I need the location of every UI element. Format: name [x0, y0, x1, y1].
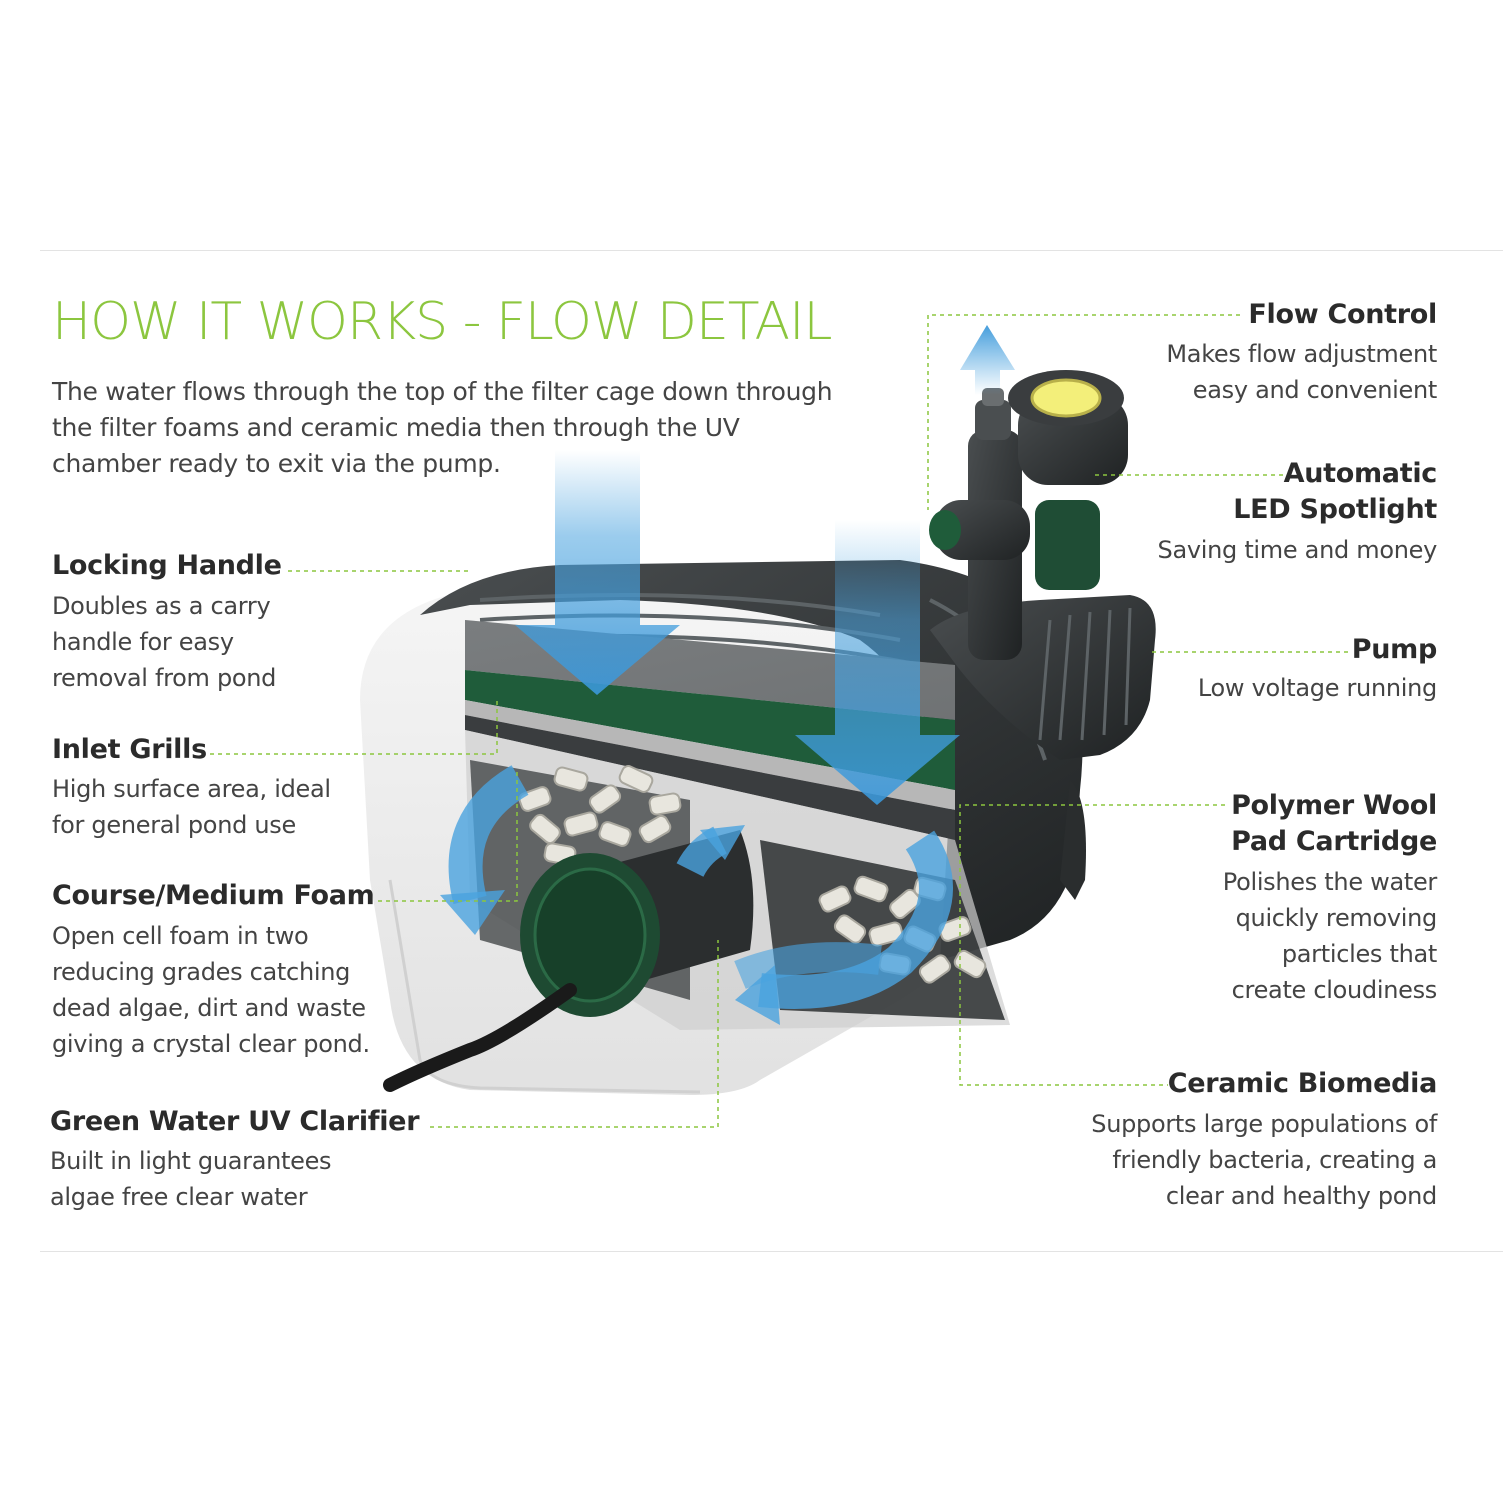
uv-clarifier-label: Green Water UV Clarifier [50, 1106, 420, 1137]
polymer-label-line2: Pad Cartridge [1231, 826, 1437, 857]
ceramic-label: Ceramic Biomedia [1167, 1068, 1438, 1099]
inlet-grills-label: Inlet Grills [52, 734, 207, 765]
spotlight-label-line2: LED Spotlight [1233, 494, 1437, 525]
polymer-desc: Polishes the water quickly removing part… [1222, 868, 1438, 1004]
flow-control [929, 388, 1030, 660]
flow-arrows [440, 325, 1015, 1025]
uv-clarifier-desc: Built in light guarantees algae free cle… [50, 1147, 332, 1211]
ceramic-desc: Supports large populations of friendly b… [1091, 1110, 1437, 1210]
content-panel [40, 250, 1503, 1252]
flow-control-label: Flow Control [1248, 299, 1437, 330]
intro-text: The water flows through the top of the f… [52, 377, 833, 478]
foam-label: Course/Medium Foam [52, 880, 375, 911]
locking-handle-desc: Doubles as a carry handle for easy remov… [52, 592, 277, 692]
led-spotlight [1008, 370, 1128, 590]
locking-handle-label: Locking Handle [52, 550, 282, 581]
flow-control-desc: Makes flow adjustment easy and convenien… [1166, 340, 1437, 404]
pump-label: Pump [1351, 634, 1438, 665]
spotlight-desc: Saving time and money [1157, 536, 1438, 564]
page-title: HOW IT WORKS - FLOW DETAIL [52, 292, 832, 352]
pump-desc: Low voltage running [1197, 674, 1437, 702]
polymer-label-line1: Polymer Wool [1231, 790, 1437, 821]
uv-clarifier [383, 830, 754, 1092]
spotlight-label-line1: Automatic [1283, 458, 1438, 489]
foam-desc: Open cell foam in two reducing grades ca… [52, 922, 370, 1058]
leader-lines [210, 314, 1348, 1128]
inlet-grills-desc: High surface area, ideal for general pon… [52, 775, 331, 839]
